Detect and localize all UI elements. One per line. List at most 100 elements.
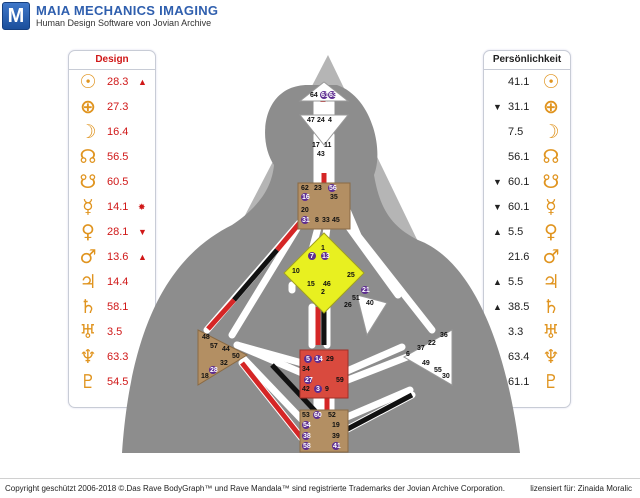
sun-icon: ☉ bbox=[79, 71, 97, 93]
svg-text:60: 60 bbox=[314, 412, 322, 419]
design-fixation-mark: ▼ bbox=[138, 227, 147, 237]
moon-icon: ☽ bbox=[542, 121, 560, 143]
svg-text:7: 7 bbox=[310, 253, 314, 260]
svg-text:27: 27 bbox=[305, 377, 313, 384]
personality-row: ☽7.5 bbox=[484, 120, 570, 145]
svg-text:50: 50 bbox=[232, 353, 240, 360]
pluto-icon: ♇ bbox=[542, 371, 560, 393]
personality-panel-title: Persönlichkeit bbox=[484, 51, 570, 70]
north-node-icon: ☊ bbox=[79, 146, 97, 168]
design-gate-value: 14.1 bbox=[107, 201, 129, 213]
personality-gate-value: 61.1 bbox=[508, 376, 530, 388]
design-gate-value: 63.3 bbox=[107, 351, 129, 363]
design-gate-value: 28.3 bbox=[107, 76, 129, 88]
svg-text:14: 14 bbox=[315, 356, 323, 363]
moon-icon: ☽ bbox=[79, 121, 97, 143]
svg-text:22: 22 bbox=[428, 340, 436, 347]
design-row: ☊ 56.5 bbox=[69, 145, 155, 170]
svg-text:23: 23 bbox=[314, 185, 322, 192]
svg-text:43: 43 bbox=[317, 151, 325, 158]
svg-text:47: 47 bbox=[307, 117, 315, 124]
personality-gate-value: 41.1 bbox=[508, 76, 530, 88]
svg-text:41: 41 bbox=[333, 443, 341, 450]
uranus-icon: ♅ bbox=[79, 321, 97, 343]
personality-row: ♇ 61.1 bbox=[484, 370, 570, 395]
design-gate-value: 13.6 bbox=[107, 251, 129, 263]
design-row: ♅ 3.5 bbox=[69, 320, 155, 345]
personality-gate-value: 60.1 bbox=[508, 176, 530, 188]
svg-text:24: 24 bbox=[317, 117, 325, 124]
design-fixation-mark: ▲ bbox=[138, 77, 147, 87]
svg-text:45: 45 bbox=[332, 217, 340, 224]
personality-row: ♃5.5▲ bbox=[484, 270, 570, 295]
design-gate-value: 56.5 bbox=[107, 151, 129, 163]
svg-text:62: 62 bbox=[301, 185, 309, 192]
earth-icon: ⊕ bbox=[543, 96, 559, 118]
svg-text:38: 38 bbox=[303, 433, 311, 440]
design-fixation-mark: ✸ bbox=[138, 202, 146, 212]
svg-text:28: 28 bbox=[210, 367, 218, 374]
svg-text:29: 29 bbox=[326, 356, 334, 363]
jupiter-icon: ♃ bbox=[79, 271, 97, 293]
app-logo: M bbox=[2, 2, 30, 30]
svg-text:52: 52 bbox=[328, 412, 336, 419]
design-panel: Design ☉28.3▲⊕27.3☽16.4☊56.5☋60.5☿14.1✸♀… bbox=[68, 50, 156, 408]
svg-text:56: 56 bbox=[329, 185, 337, 192]
design-fixation-mark: ▲ bbox=[138, 252, 147, 262]
design-gate-value: 27.3 bbox=[107, 101, 129, 113]
svg-text:17: 17 bbox=[312, 142, 320, 149]
heart-center bbox=[356, 294, 388, 337]
design-row: ☽16.4 bbox=[69, 120, 155, 145]
svg-text:36: 36 bbox=[440, 332, 448, 339]
venus-icon: ♀ bbox=[81, 221, 95, 243]
svg-text:2: 2 bbox=[321, 289, 325, 296]
svg-text:39: 39 bbox=[332, 433, 340, 440]
svg-text:20: 20 bbox=[301, 207, 309, 214]
mercury-icon: ☿ bbox=[545, 196, 557, 218]
copyright-text: Copyright geschützt 2006-2018 ©.Das Rave… bbox=[5, 484, 505, 493]
neptune-icon: ♆ bbox=[542, 346, 560, 368]
design-gate-value: 14.4 bbox=[107, 276, 129, 288]
south-node-icon: ☋ bbox=[79, 171, 97, 193]
svg-text:13: 13 bbox=[322, 253, 330, 260]
svg-text:63: 63 bbox=[329, 92, 337, 99]
svg-text:15: 15 bbox=[307, 281, 315, 288]
svg-text:57: 57 bbox=[210, 343, 218, 350]
pluto-icon: ♇ bbox=[79, 371, 97, 393]
svg-text:10: 10 bbox=[292, 268, 300, 275]
bodygraph-chart: 64 61 63 47 24 4 17 11 43 62 23 56 16 35… bbox=[122, 55, 520, 453]
gate-labels: 64 61 63 47 24 4 17 11 43 62 23 56 16 35… bbox=[201, 91, 450, 450]
svg-text:4: 4 bbox=[328, 117, 332, 124]
design-row: ☋60.5 bbox=[69, 170, 155, 195]
design-row: ☿14.1✸ bbox=[69, 195, 155, 220]
svg-text:21: 21 bbox=[362, 287, 370, 294]
personality-gate-value: 5.5 bbox=[508, 226, 524, 238]
svg-text:26: 26 bbox=[344, 302, 352, 309]
south-node-icon: ☋ bbox=[542, 171, 560, 193]
svg-text:19: 19 bbox=[332, 422, 340, 429]
svg-text:34: 34 bbox=[302, 366, 310, 373]
personality-row: ♄38.5▲ bbox=[484, 295, 570, 320]
personality-gate-value: 60.1 bbox=[508, 201, 530, 213]
svg-text:53: 53 bbox=[302, 412, 310, 419]
design-panel-title: Design bbox=[69, 51, 155, 70]
solar-plexus-center bbox=[402, 329, 453, 386]
svg-text:55: 55 bbox=[434, 367, 442, 374]
svg-text:44: 44 bbox=[222, 346, 230, 353]
design-gate-value: 3.5 bbox=[107, 326, 123, 338]
svg-text:59: 59 bbox=[336, 377, 344, 384]
svg-text:61: 61 bbox=[321, 92, 329, 99]
design-row: ♃ 14.4 bbox=[69, 270, 155, 295]
svg-text:48: 48 bbox=[202, 334, 210, 341]
design-row: ♂13.6▲ bbox=[69, 245, 155, 270]
svg-text:64: 64 bbox=[310, 92, 318, 99]
svg-text:46: 46 bbox=[323, 281, 331, 288]
personality-row: ♆63.4 bbox=[484, 345, 570, 370]
svg-text:32: 32 bbox=[220, 360, 228, 367]
design-gate-value: 28.1 bbox=[107, 226, 129, 238]
svg-text:8: 8 bbox=[315, 217, 319, 224]
svg-text:3: 3 bbox=[316, 386, 320, 393]
personality-fixation-mark: ▼ bbox=[493, 102, 502, 112]
ajna-center bbox=[298, 114, 350, 146]
uranus-icon: ♅ bbox=[542, 321, 560, 343]
